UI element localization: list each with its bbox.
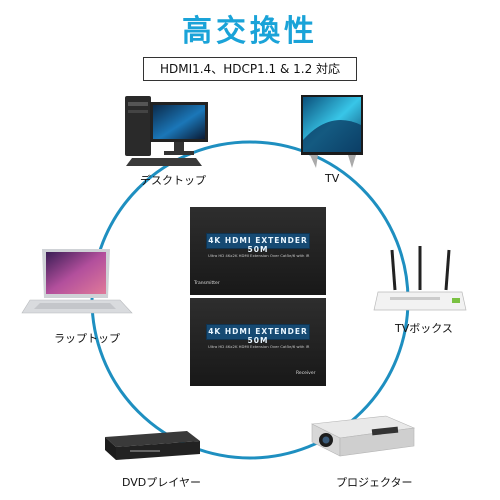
desktop-icon [125, 96, 208, 166]
transmitter-subtitle: Ultra HD 4Kx2K HDMI Extension Over Cat5e… [208, 253, 310, 258]
laptop-icon [21, 249, 133, 314]
dvd-player-icon [105, 431, 200, 460]
transmitter-box [190, 207, 326, 295]
laptop-label: ラップトップ [54, 332, 120, 345]
page-title: 高交換性 [182, 14, 318, 49]
tv-icon [301, 95, 363, 168]
receiver-label: Receiver [296, 371, 316, 376]
transmitter-title: 4K HDMI EXTENDER 50M [208, 236, 308, 254]
tv-box-label: TVボックス [395, 322, 453, 335]
tv-label: TV [325, 172, 340, 185]
receiver-subtitle: Ultra HD 4Kx2K HDMI Extension Over Cat5e… [208, 344, 310, 349]
desktop-label: デスクトップ [140, 174, 206, 187]
dvd-player-label: DVDプレイヤー [122, 476, 201, 489]
receiver-title: 4K HDMI EXTENDER 50M [208, 327, 308, 345]
compatibility-badge: HDMI1.4、HDCP1.1 & 1.2 対応 [143, 57, 357, 81]
projector-label: プロジェクター [336, 476, 413, 489]
tv-box-icon [373, 246, 467, 311]
transmitter-label: Transmitter [194, 281, 220, 286]
projector-icon [310, 415, 416, 457]
receiver-box [190, 298, 326, 386]
